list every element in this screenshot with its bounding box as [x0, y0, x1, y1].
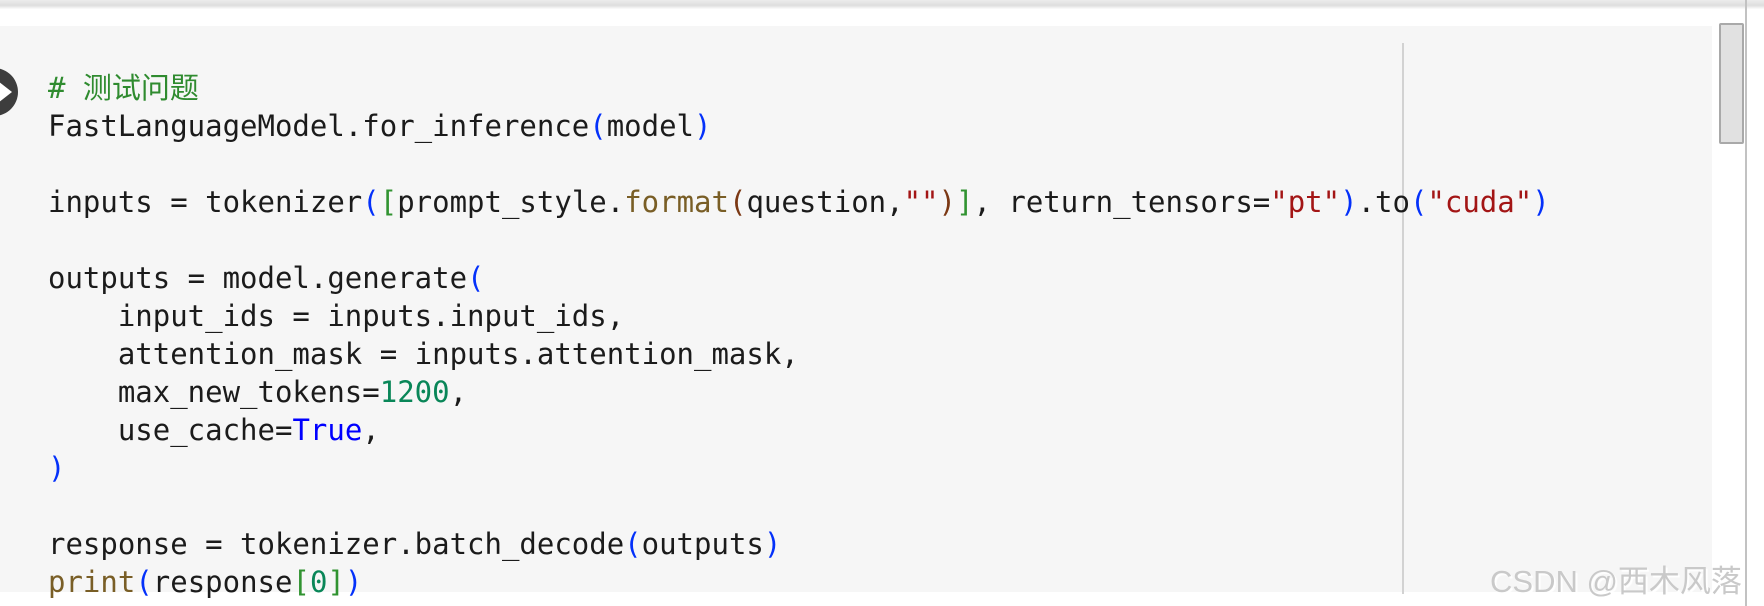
code-token: model	[606, 109, 695, 143]
code-token: ]	[327, 565, 345, 599]
code-token: "pt"	[1270, 185, 1341, 219]
code-line[interactable]: attention_mask = inputs.attention_mask,	[48, 335, 1550, 373]
code-line[interactable]: )	[48, 449, 1550, 487]
code-token: format	[624, 185, 729, 219]
code-line[interactable]: inputs = tokenizer([prompt_style.format(…	[48, 183, 1550, 221]
code-token: (	[624, 527, 642, 561]
code-token: (	[1409, 185, 1428, 219]
code-token: )	[763, 527, 782, 561]
code-token: )	[1532, 185, 1550, 219]
code-line[interactable]: input_ids = inputs.input_ids,	[48, 297, 1550, 335]
code-line[interactable]	[48, 221, 1550, 259]
run-cell-button[interactable]	[0, 68, 18, 116]
code-token: )	[694, 109, 712, 143]
code-token: ]	[955, 185, 974, 219]
code-line[interactable]: use_cache=True,	[48, 411, 1550, 449]
code-line[interactable]: FastLanguageModel.for_inference(model)	[48, 107, 1550, 145]
code-line[interactable]	[48, 487, 1550, 525]
code-token: )	[1340, 185, 1358, 219]
code-token: (	[135, 565, 153, 599]
code-token: [	[379, 185, 398, 219]
toolbar-bottom-shadow	[0, 0, 1764, 9]
code-line[interactable]: outputs = model.generate(	[48, 259, 1550, 297]
code-token: 0	[309, 565, 328, 599]
code-token: ,	[449, 375, 468, 409]
code-token: ""	[903, 185, 939, 219]
cell-divider-line	[1402, 43, 1404, 594]
code-token: outputs = model.generate	[48, 261, 468, 295]
code-token: attention_mask = inputs.attention_mask,	[48, 337, 799, 371]
csdn-watermark: CSDN @西木风落	[1490, 564, 1742, 599]
code-line[interactable]: # 测试问题	[48, 69, 1550, 107]
code-token: )	[938, 185, 956, 219]
code-token: .to	[1357, 185, 1410, 219]
code-token: [	[292, 565, 310, 599]
scrollbar-track[interactable]	[1745, 0, 1747, 606]
code-token: (	[589, 109, 607, 143]
code-token: True	[292, 413, 363, 447]
code-token: inputs = tokenizer	[48, 185, 363, 219]
code-line[interactable]	[48, 145, 1550, 183]
code-token: response = tokenizer.batch_decode	[48, 527, 625, 561]
code-token: ,	[362, 413, 380, 447]
play-icon	[0, 81, 12, 103]
scrollbar-thumb[interactable]	[1719, 23, 1744, 144]
code-token: FastLanguageModel.for_inference	[48, 109, 590, 143]
code-line[interactable]: print(response[0])	[48, 563, 1550, 601]
code-token: (	[728, 185, 747, 219]
code-token: question,	[746, 185, 904, 219]
code-line[interactable]: max_new_tokens=1200,	[48, 373, 1550, 411]
code-token: max_new_tokens=	[48, 375, 380, 409]
code-token: (	[467, 261, 485, 295]
code-token: response	[152, 565, 293, 599]
code-line[interactable]: response = tokenizer.batch_decode(output…	[48, 525, 1550, 563]
code-token: )	[48, 451, 66, 485]
code-token: )	[344, 565, 363, 599]
code-token: print	[48, 565, 136, 599]
code-token: , return_tensors=	[973, 185, 1271, 219]
code-token: input_ids = inputs.input_ids,	[48, 299, 625, 333]
code-token: "cuda"	[1427, 185, 1533, 219]
code-token: outputs	[641, 527, 764, 561]
code-token: prompt_style.	[397, 185, 625, 219]
code-token: # 测试问题	[48, 71, 199, 105]
code-token: (	[362, 185, 380, 219]
code-token: 1200	[379, 375, 450, 409]
code-token: use_cache=	[48, 413, 293, 447]
